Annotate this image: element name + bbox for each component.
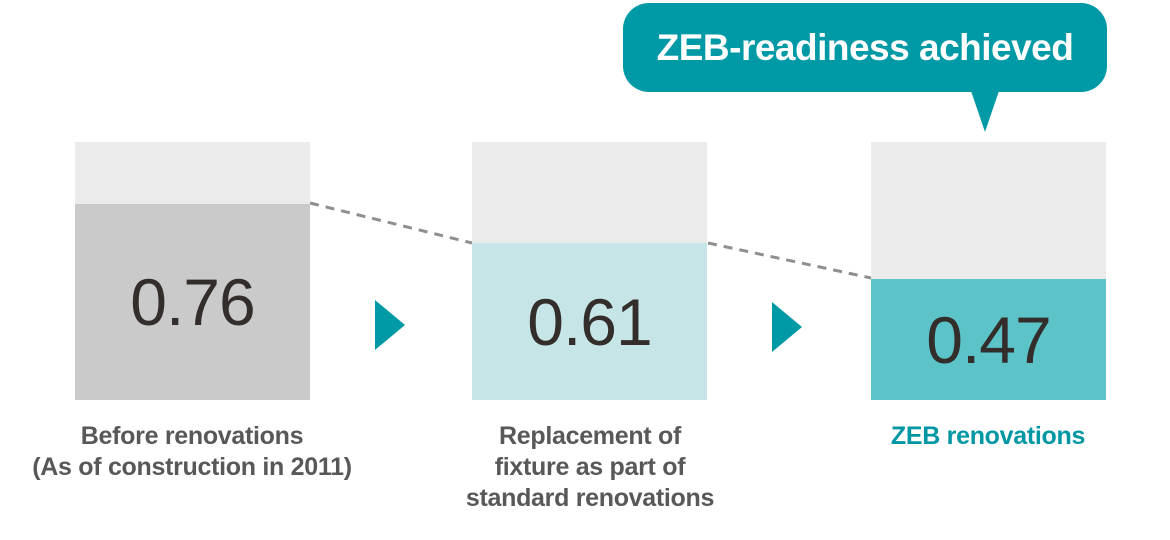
bar-label-line: fixture as part of	[494, 453, 686, 481]
bar-label-0: Before renovations (As of construction i…	[0, 421, 387, 483]
bar-before-renovations: 0.76	[75, 142, 310, 400]
bar-fill-1: 0.61	[472, 243, 707, 400]
bar-fill-0: 0.76	[75, 204, 310, 400]
callout-text: ZEB-readiness achieved	[656, 26, 1074, 68]
bar-value-0: 0.76	[130, 265, 255, 339]
dashed-connector-2	[707, 241, 872, 280]
bar-label-line: standard renovations	[465, 484, 715, 512]
bar-value-2: 0.47	[926, 302, 1051, 377]
bar-label-1: Replacement of fixture as part of standa…	[440, 421, 740, 514]
callout-bubble: ZEB-readiness achieved	[623, 3, 1107, 132]
bar-fill-2: 0.47	[871, 279, 1106, 400]
arrow-right-icon	[375, 300, 405, 350]
bar-standard-renovations: 0.61	[472, 142, 707, 400]
arrow-right-icon	[772, 302, 802, 352]
bar-label-2: ZEB renovations	[838, 421, 1138, 452]
bar-zeb-renovations: 0.47	[871, 142, 1106, 400]
callout-pointer-icon	[970, 88, 1000, 132]
bar-label-line: (As of construction in 2011)	[32, 453, 352, 481]
dashed-connector-1	[309, 201, 473, 245]
bar-value-1: 0.61	[527, 284, 652, 359]
bar-label-line: Before renovations	[80, 422, 304, 450]
bar-label-line: ZEB renovations	[890, 422, 1086, 450]
bar-label-line: Replacement of	[499, 422, 681, 450]
